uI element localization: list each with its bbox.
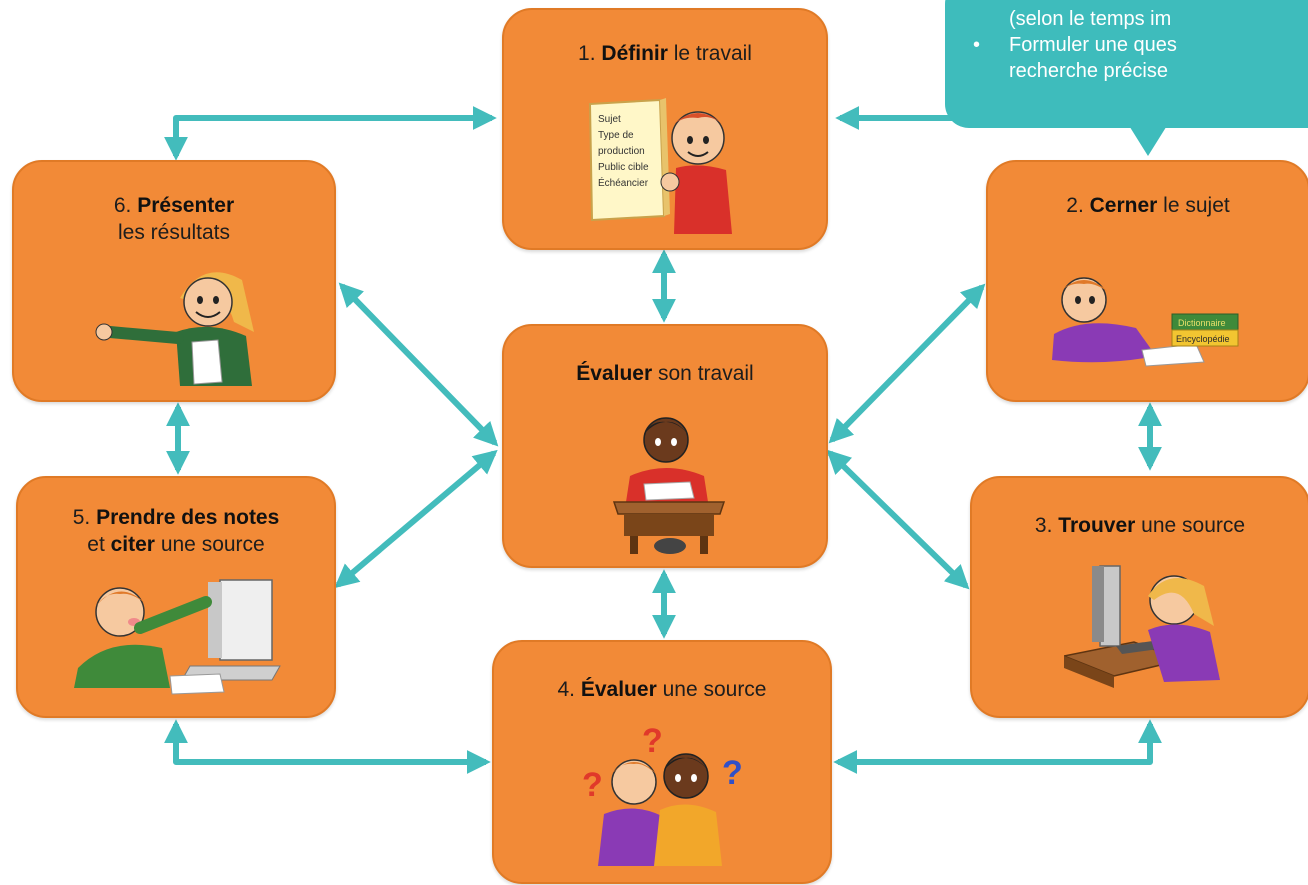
computer-girl-illustration xyxy=(1064,565,1220,688)
step-definir: 1. Définir le travail Sujet Type de prod… xyxy=(502,8,828,250)
arrow-notes-source xyxy=(164,719,491,774)
step-evaluer-source-title: 4. Évaluer une source xyxy=(557,678,767,701)
callout-bubble: (selon le temps im •Formuler une ques re… xyxy=(945,0,1308,128)
book-dictionnaire: Dictionnaire xyxy=(1178,318,1226,328)
step-notes: 5. Prendre des notes et citer une source xyxy=(16,476,336,718)
callout-line-3: recherche précise xyxy=(1009,60,1168,82)
step-presenter-title: 6. Présenter les résultats xyxy=(113,194,235,244)
step-evaluer-source: 4. Évaluer une source ? ? ? xyxy=(492,640,832,884)
sheet-line-1: Sujet xyxy=(598,114,621,125)
presenting-girl-illustration xyxy=(95,272,254,386)
arrow-cerner-center xyxy=(828,283,986,444)
teacher-sheet-illustration: Sujet Type de production Public cible Éc… xyxy=(588,98,732,234)
arrow-trouver-center xyxy=(826,449,970,590)
step-trouver: 3. Trouver une source xyxy=(970,476,1308,718)
step-evaluer-travail: Évaluer son travail xyxy=(502,324,828,568)
student-desk-illustration xyxy=(612,417,726,554)
book-encyclopedie: Encyclopédie xyxy=(1176,334,1230,344)
thinking-student-illustration: Dictionnaire Encyclopédie xyxy=(1052,277,1239,367)
arrow-trouver-source xyxy=(833,719,1162,774)
callout-line-2: •Formuler une ques xyxy=(973,34,1177,56)
step-trouver-title: 3. Trouver une source xyxy=(1034,514,1246,537)
question-mark-left-icon: ? xyxy=(582,766,603,804)
sheet-line-2: Type de xyxy=(598,130,634,141)
step-presenter: 6. Présenter les résultats xyxy=(12,160,336,402)
boy-computer-illustration xyxy=(74,579,281,695)
sheet-line-3: production xyxy=(598,146,645,157)
step-notes-title: 5. Prendre des notes et citer une source xyxy=(72,506,280,556)
question-kids-illustration: ? ? ? xyxy=(582,722,743,866)
sheet-line-5: Échéancier xyxy=(598,176,649,189)
arrow-definir-presenter xyxy=(164,106,497,161)
sheet-line-4: Public cible xyxy=(598,162,649,173)
arrow-presenter-center xyxy=(338,282,499,447)
question-mark-right-icon: ? xyxy=(722,754,743,792)
step-evaluer-travail-title: Évaluer son travail xyxy=(576,362,754,385)
step-definir-title: 1. Définir le travail xyxy=(578,42,752,65)
callout-line-1: (selon le temps im xyxy=(1009,8,1172,30)
arrow-notes-center xyxy=(334,449,498,589)
step-cerner-title: 2. Cerner le sujet xyxy=(1066,194,1230,217)
bullet-icon: • xyxy=(973,34,981,56)
callout-tail xyxy=(1128,124,1168,156)
question-mark-top-icon: ? xyxy=(642,722,663,760)
step-cerner: 2. Cerner le sujet Dictionnaire Encyclop… xyxy=(986,160,1308,402)
